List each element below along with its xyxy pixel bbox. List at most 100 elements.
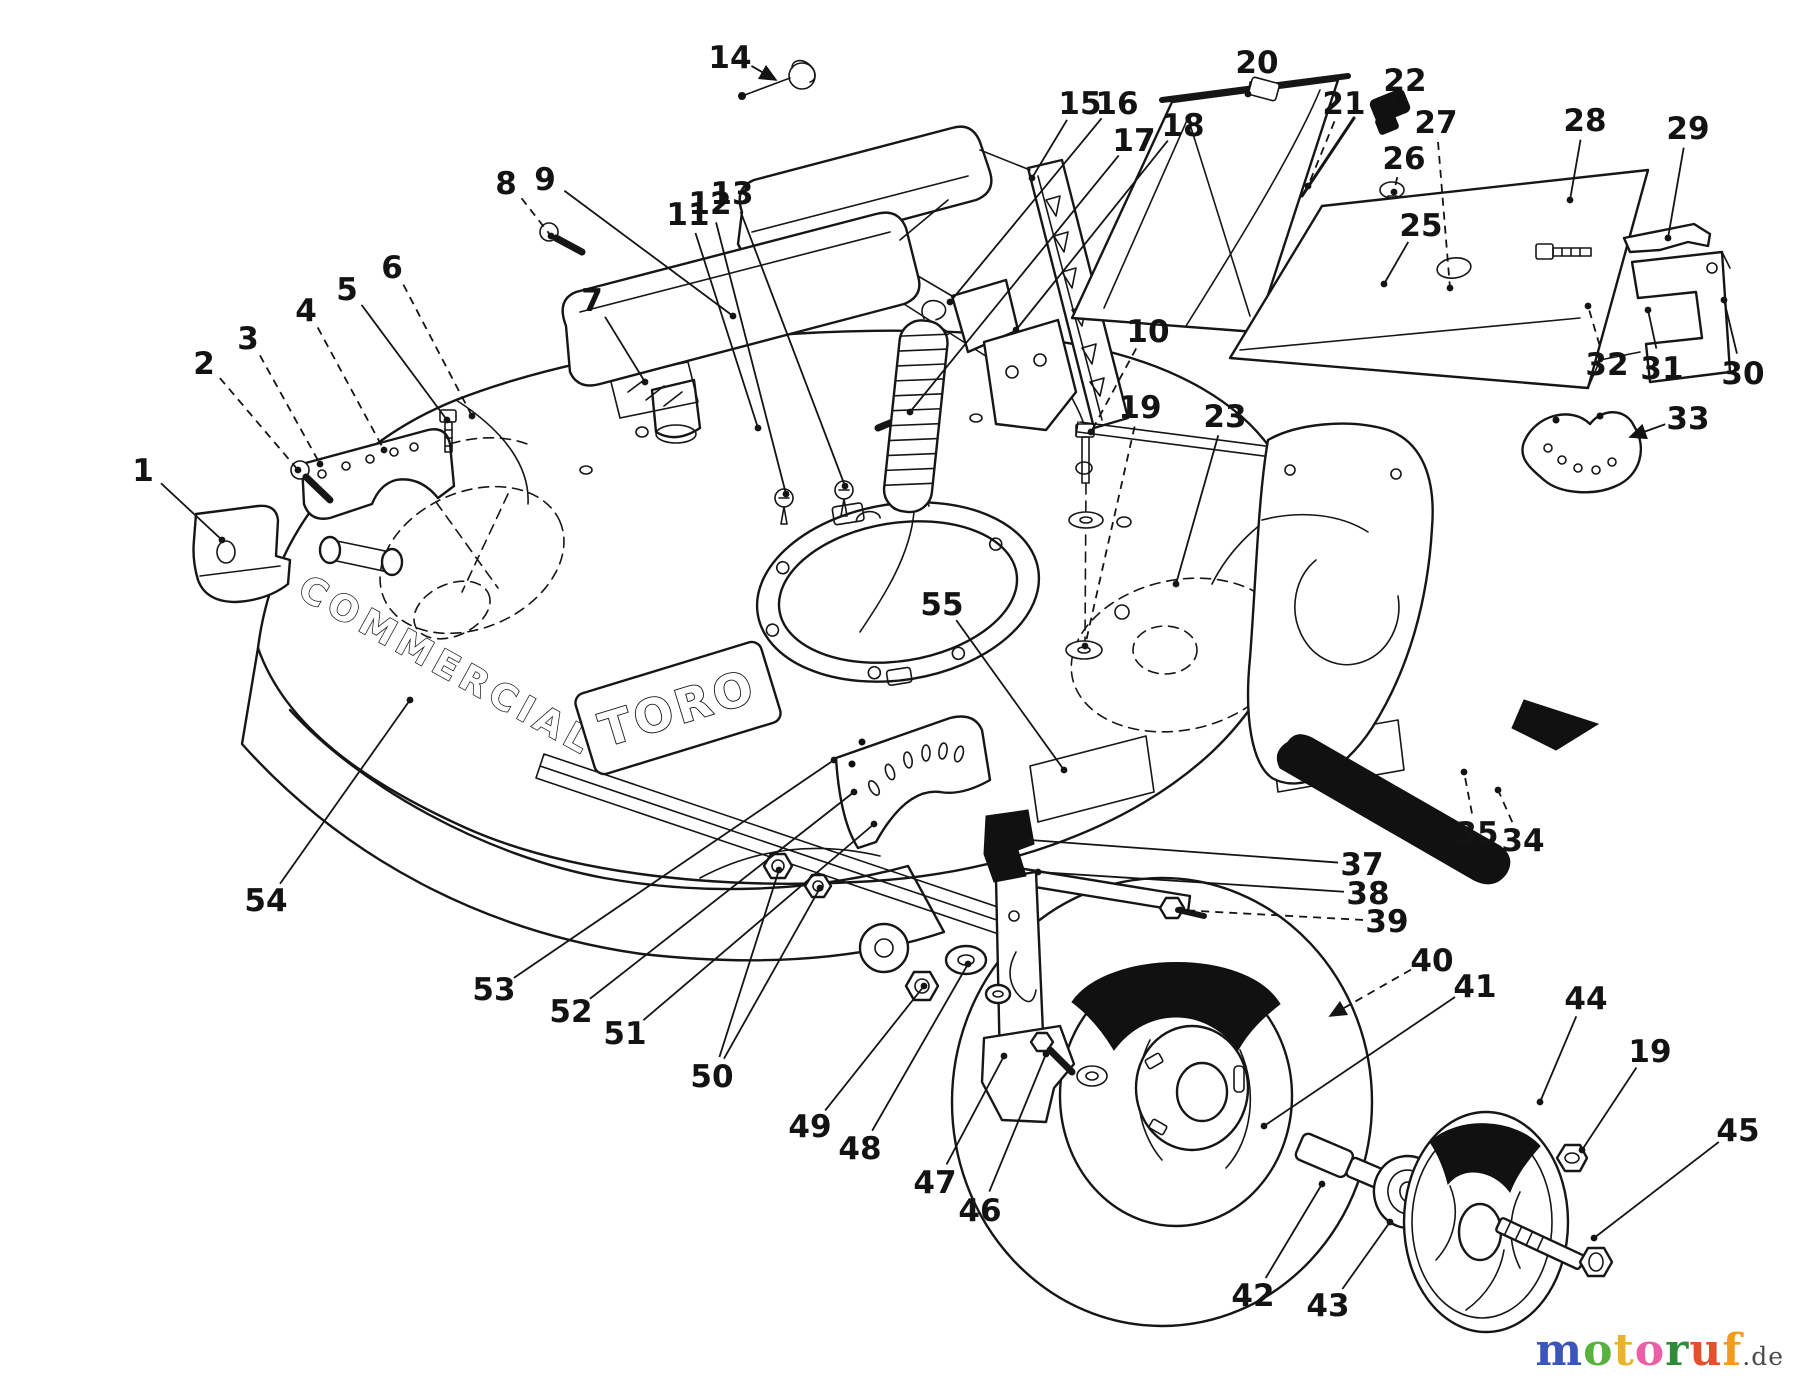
leader-line-12 <box>715 222 787 495</box>
leader-dot-42 <box>1318 1180 1326 1188</box>
leader-dot-20 <box>1244 90 1252 98</box>
callout-43: 43 <box>1306 1288 1349 1324</box>
leader-dot-52 <box>850 788 858 796</box>
leader-dot-50 <box>775 866 783 874</box>
leader-line-49 <box>824 985 925 1112</box>
height-lever-assembly <box>762 809 1207 1124</box>
leader-dot-34 <box>1494 786 1502 794</box>
callout-34: 34 <box>1501 823 1544 859</box>
watermark-suffix: .de <box>1742 1342 1784 1371</box>
leader-line-15 <box>1031 119 1068 179</box>
leader-line-1 <box>160 482 223 541</box>
leader-line-11 <box>694 232 759 429</box>
callout-54: 54 <box>244 883 287 919</box>
leader-line-51 <box>642 823 875 1021</box>
leader-dot-12 <box>782 490 790 498</box>
callout-22: 22 <box>1383 63 1426 99</box>
callout-19: 19 <box>1628 1034 1671 1070</box>
leader-dot-41 <box>1260 1122 1268 1130</box>
leader-line-13 <box>739 211 846 487</box>
leader-line-55 <box>955 619 1065 771</box>
watermark-letter: o <box>1583 1325 1614 1376</box>
wheel-assembly <box>950 876 1444 1328</box>
leader-line-50 <box>718 869 780 1058</box>
callout-16: 16 <box>1095 86 1138 122</box>
leader-dot-44 <box>1536 1098 1544 1106</box>
leader-line-6 <box>402 284 473 417</box>
leader-line-17 <box>909 154 1120 413</box>
callout-33: 33 <box>1666 401 1709 437</box>
callout-11: 11 <box>666 197 709 233</box>
leader-dot-31 <box>1644 306 1652 314</box>
callout-46: 46 <box>958 1193 1001 1229</box>
leader-dot-4 <box>380 446 388 454</box>
leader-dot-7 <box>641 378 649 386</box>
leader-dot-47 <box>1000 1052 1008 1060</box>
callout-29: 29 <box>1666 111 1709 147</box>
leader-dot-28 <box>1566 196 1574 204</box>
leader-dot-51 <box>870 820 878 828</box>
callout-51: 51 <box>603 1016 646 1052</box>
leader-line-31 <box>1647 309 1658 349</box>
callout-31: 31 <box>1640 351 1683 387</box>
callout-32: 32 <box>1585 347 1628 383</box>
leader-dot-39 <box>1176 906 1184 914</box>
leader-line-5 <box>360 304 448 421</box>
leader-dot-53 <box>830 756 838 764</box>
leader-line-26 <box>1393 176 1399 193</box>
leader-dot-11 <box>754 424 762 432</box>
leader-line-50 <box>723 887 821 1060</box>
callout-48: 48 <box>838 1131 881 1167</box>
leader-line-43 <box>1341 1221 1391 1290</box>
hubcap <box>1402 1110 1614 1334</box>
callout-19: 19 <box>1118 390 1161 426</box>
callout-41: 41 <box>1453 969 1496 1005</box>
top-fasteners <box>539 59 1104 660</box>
callout-47: 47 <box>913 1165 956 1201</box>
callout-3: 3 <box>237 321 259 357</box>
rear-cover-panel <box>1075 168 1650 463</box>
leader-dot-8 <box>547 232 555 240</box>
leader-dot-16 <box>946 298 954 306</box>
leader-dot-13 <box>841 482 849 490</box>
leader-line-41 <box>1263 996 1456 1127</box>
callout-35: 35 <box>1455 816 1498 852</box>
watermark-letters: motoruf <box>1536 1325 1743 1376</box>
callout-53: 53 <box>472 972 515 1008</box>
leader-dot-10 <box>1087 428 1095 436</box>
leader-dot-30 <box>1720 296 1728 304</box>
leader-dot-23 <box>1172 580 1180 588</box>
toro-logo-plate: TORO <box>574 640 782 776</box>
watermark-letter: m <box>1535 1325 1584 1376</box>
callout-18: 18 <box>1161 108 1204 144</box>
callout-25: 25 <box>1399 208 1442 244</box>
leader-dot-46 <box>1042 1050 1050 1058</box>
callout-30: 30 <box>1721 356 1764 392</box>
leader-dot-5 <box>443 416 451 424</box>
callout-13: 13 <box>710 176 753 212</box>
leader-dot-35 <box>1460 768 1468 776</box>
callout-26: 26 <box>1382 141 1425 177</box>
leader-line-40 <box>1328 968 1412 1017</box>
mower-deck-housing <box>240 329 1304 962</box>
chute-ghost-lines <box>379 436 565 640</box>
height-adjust-assembly <box>834 715 992 850</box>
callout-10: 10 <box>1126 314 1169 350</box>
leader-dot-9 <box>729 312 737 320</box>
watermark-letter: o <box>1634 1325 1666 1376</box>
leader-line-28 <box>1569 139 1582 201</box>
callout-40: 40 <box>1410 943 1453 979</box>
watermark-letter: t <box>1613 1325 1635 1376</box>
leader-dot-26 <box>1390 188 1398 196</box>
leader-line-38 <box>1037 871 1345 893</box>
leader-line-23 <box>1175 434 1220 585</box>
leader-line-48 <box>871 963 969 1132</box>
callout-14: 14 <box>708 40 751 76</box>
callout-2: 2 <box>193 346 215 382</box>
callout-52: 52 <box>549 994 592 1030</box>
callout-4: 4 <box>295 293 317 329</box>
leader-line-37 <box>1029 839 1339 864</box>
callout-27: 27 <box>1414 105 1457 141</box>
